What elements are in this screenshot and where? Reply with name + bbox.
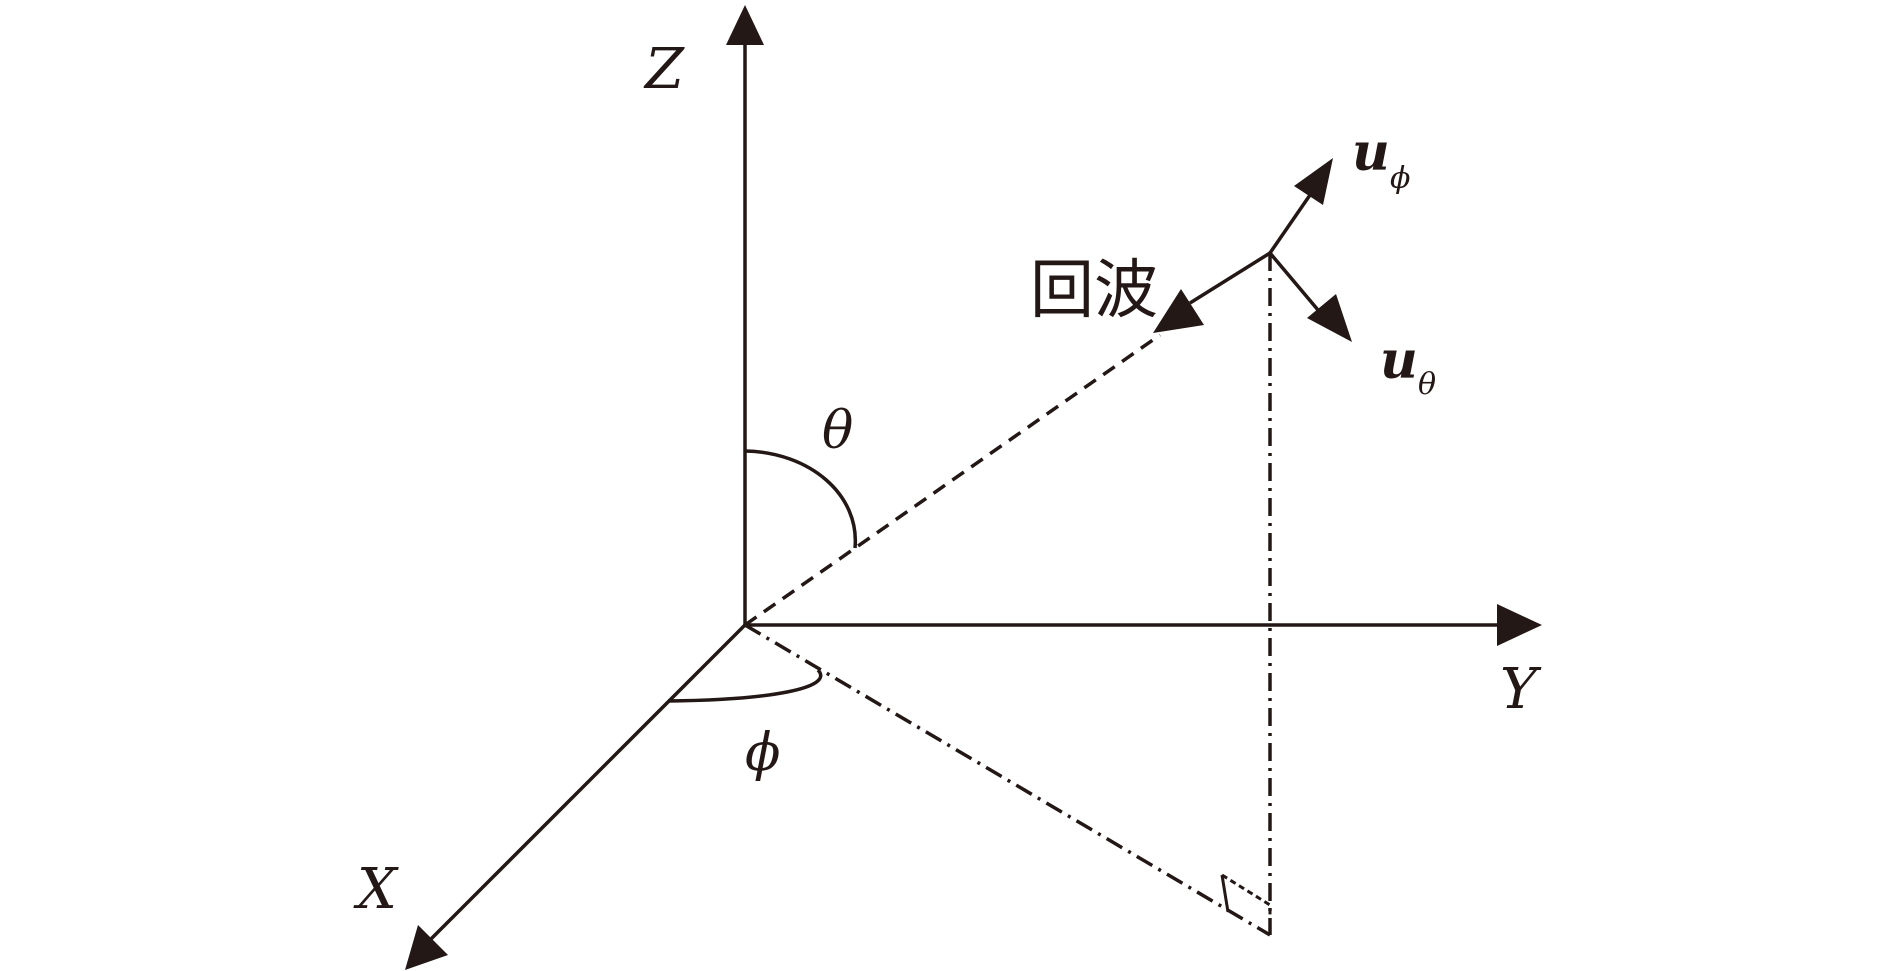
x-axis-arrowhead [405, 925, 448, 970]
u-theta-arrowhead [1307, 294, 1352, 342]
xy-projection-line [744, 623, 1271, 937]
y-axis-arrowhead [1497, 604, 1542, 646]
y-axis-label: Y [1500, 657, 1542, 722]
phi-arc [667, 668, 823, 703]
x-axis-label: X [353, 857, 399, 922]
u-phi-arrow [1268, 158, 1333, 254]
radial-line [743, 333, 1162, 627]
echo-arrow [1153, 251, 1271, 333]
right-angle-marker [1221, 873, 1272, 935]
theta-label: θ [822, 401, 853, 461]
right-angle-corner [1220, 874, 1230, 913]
z-axis-arrowhead [726, 5, 764, 45]
u-phi-label: u ϕ [1352, 122, 1410, 196]
z-axis-label: Z [643, 37, 685, 102]
u-phi-arrowhead [1294, 158, 1333, 205]
phi-label: ϕ [745, 723, 780, 783]
u-theta-label: u θ [1380, 330, 1436, 402]
u-theta-arrow [1268, 251, 1352, 342]
theta-arc [744, 449, 857, 549]
y-axis [745, 604, 1542, 646]
x-axis [405, 623, 747, 970]
u-phi-base: u [1352, 122, 1390, 183]
echo-arrowhead [1153, 289, 1204, 333]
echo-label: 回波 [1030, 254, 1158, 328]
z-axis [726, 5, 764, 625]
u-phi-subscript: ϕ [1390, 161, 1410, 196]
u-theta-base: u [1380, 330, 1418, 391]
u-theta-subscript: θ [1418, 367, 1436, 402]
